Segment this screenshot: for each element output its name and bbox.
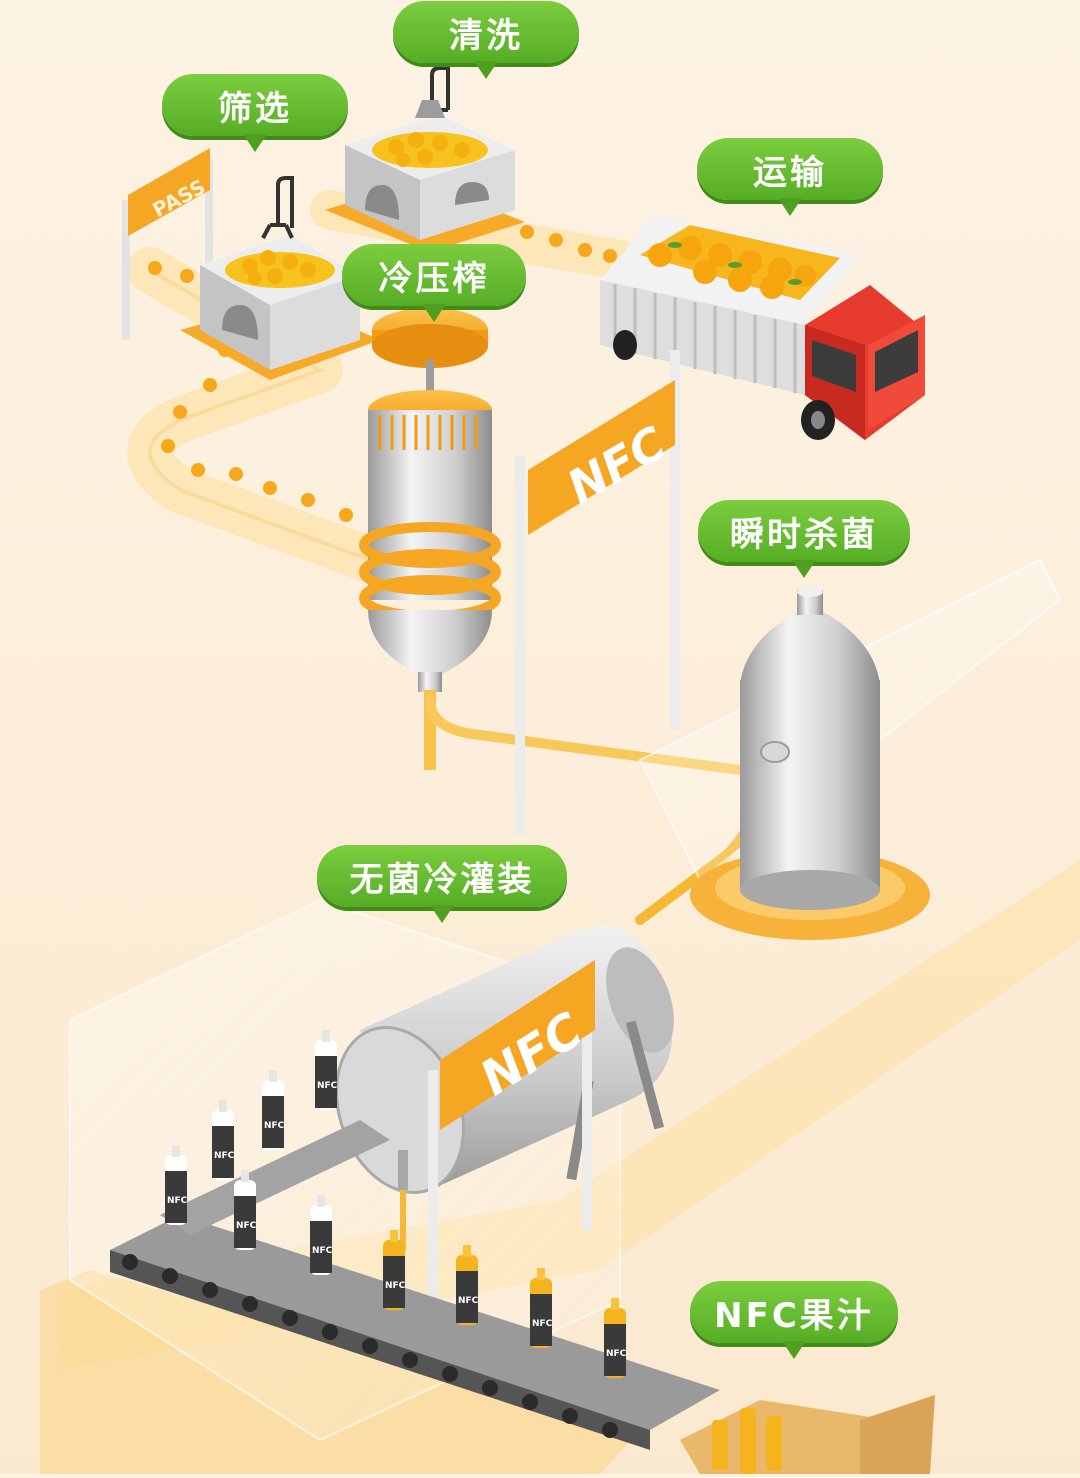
step-label-sterilize: 瞬时杀菌 — [698, 500, 910, 578]
step-label-nfc-juice: NFC果汁 — [690, 1281, 898, 1359]
bottle-mark: NFC — [236, 1221, 257, 1231]
step-label-transport: 运输 — [697, 138, 883, 216]
bottle-mark: NFC — [214, 1151, 235, 1161]
step-label-cold-press: 冷压榨 — [342, 244, 526, 322]
flash-sterilizer — [638, 558, 1062, 940]
screening-machine — [180, 176, 380, 380]
bottle-conveyor — [110, 1120, 720, 1450]
bottle-mark: NFC — [312, 1246, 333, 1256]
bottle-mark: NFC — [317, 1081, 338, 1091]
step-label-screen: 筛选 — [162, 74, 348, 152]
packing-box — [680, 1395, 935, 1474]
delivery-truck — [600, 215, 925, 440]
bottle-mark: NFC — [264, 1121, 285, 1131]
washing-machine — [325, 66, 525, 252]
cold-press-machine — [359, 308, 501, 770]
bottle-mark: NFC — [167, 1196, 188, 1206]
step-label-aseptic-fill: 无菌冷灌装 — [317, 845, 567, 923]
bottle-mark: NFC — [458, 1296, 479, 1306]
bottle-mark: NFC — [606, 1349, 627, 1359]
filled-bottles: NFC NFC NFC NFC — [383, 1230, 627, 1378]
empty-bottles: NFC NFC NFC NFC NFC NFC — [165, 1030, 338, 1275]
bottle-mark: NFC — [385, 1281, 406, 1291]
bottle-mark: NFC — [532, 1319, 553, 1329]
step-label-clean: 清洗 — [393, 1, 579, 79]
